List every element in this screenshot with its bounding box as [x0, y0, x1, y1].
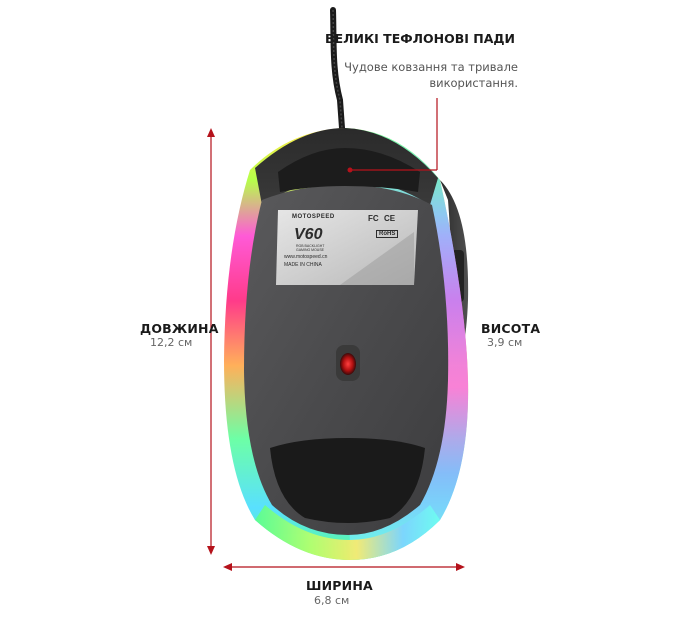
length-measure-line: [207, 128, 215, 555]
label-origin: MADE IN CHINA: [284, 262, 322, 268]
product-label: [276, 210, 418, 285]
rohs-cert-icon: RoHS: [376, 230, 399, 238]
width-title: ШИРИНА: [306, 578, 373, 593]
width-measure-line: [223, 563, 465, 571]
label-website: www.motospeed.cn: [284, 254, 328, 260]
height-value: 3,9 см: [487, 336, 523, 349]
length-value: 12,2 см: [150, 336, 193, 349]
sensor-icon: [340, 353, 356, 375]
model-name: V60: [294, 226, 323, 243]
length-title: ДОВЖИНА: [140, 321, 219, 336]
width-value: 6,8 см: [314, 594, 350, 607]
height-title: ВИСОТА: [481, 321, 541, 336]
ce-cert-icon: CE: [384, 214, 396, 223]
pad-callout: [347, 98, 438, 173]
label-subtitle-1: RGB BACKLIGHT: [296, 244, 325, 248]
label-subtitle-2: GAMING MOUSE: [296, 248, 325, 252]
teflon-pad-bottom: [270, 438, 425, 523]
feature-title: ВЕЛИКІ ТЕФЛОНОВІ ПАДИ: [325, 31, 515, 46]
feature-description: Чудове ковзання та тривале використання.: [344, 60, 518, 90]
brand-logo-text: MOTOSPEED: [292, 214, 335, 220]
fc-cert-icon: FC: [368, 214, 379, 223]
product-label-text: MOTOSPEED V60 RGB BACKLIGHT GAMING MOUSE…: [284, 214, 414, 284]
